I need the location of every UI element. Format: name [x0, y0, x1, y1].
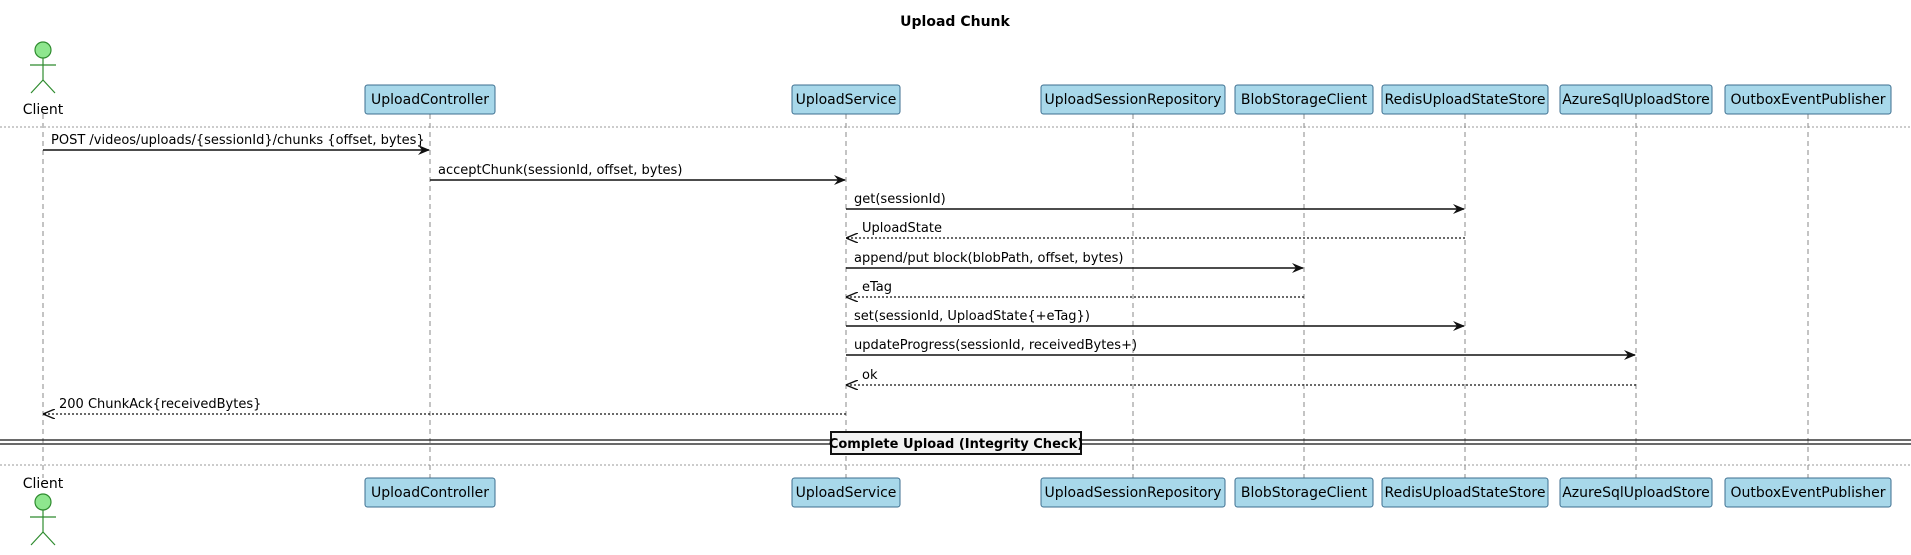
participant-box: [364, 84, 496, 115]
participant-box: [1040, 477, 1226, 508]
message-6: eTag: [847, 280, 1304, 297]
message-label: ok: [862, 368, 878, 383]
lifelines: [42, 114, 1809, 478]
participant-repo-top: UploadSessionRepository: [1040, 84, 1226, 115]
participant-svc-bottom: UploadService: [791, 477, 901, 508]
participant-ctrl-bottom: UploadController: [364, 477, 496, 508]
participant-label: BlobStorageClient: [1241, 92, 1368, 108]
participant-box: [791, 84, 901, 115]
message-label: POST /videos/uploads/{sessionId}/chunks …: [51, 133, 425, 148]
participant-box: [1559, 84, 1713, 115]
actor-client-bottom: Client: [23, 476, 64, 546]
separator-label: Complete Upload (Integrity Check): [829, 437, 1083, 452]
participant-box: [1040, 84, 1226, 115]
actor-leg-right: [42, 531, 56, 546]
message-label: UploadState: [862, 221, 942, 236]
message-label: 200 ChunkAck{receivedBytes}: [59, 397, 261, 412]
actor-leg-right: [42, 79, 56, 94]
participant-label: UploadSessionRepository: [1045, 92, 1222, 108]
message-7: set(sessionId, UploadState{+eTag}): [846, 309, 1465, 331]
participant-label: AzureSqlUploadStore: [1562, 92, 1710, 108]
diagram-title: Upload Chunk: [900, 14, 1010, 30]
section-separator: Complete Upload (Integrity Check): [0, 431, 1911, 455]
message-8: updateProgress(sessionId, receivedBytes+…: [846, 338, 1636, 360]
participant-box: [791, 477, 901, 508]
actor-head-icon: [34, 493, 52, 511]
participant-label: OutboxEventPublisher: [1730, 485, 1885, 501]
actor-label: Client: [23, 476, 64, 492]
participant-blob-top: BlobStorageClient: [1234, 84, 1374, 115]
message-1: POST /videos/uploads/{sessionId}/chunks …: [43, 133, 430, 155]
message-label: get(sessionId): [854, 192, 946, 207]
message-label: set(sessionId, UploadState{+eTag}): [854, 309, 1090, 324]
participant-box: [1724, 84, 1892, 115]
message-label: acceptChunk(sessionId, offset, bytes): [438, 163, 682, 178]
message-label: eTag: [862, 280, 892, 295]
participant-redis-bottom: RedisUploadStateStore: [1381, 477, 1549, 508]
actor-label: Client: [23, 102, 64, 118]
participant-label: UploadSessionRepository: [1045, 485, 1222, 501]
participant-box: [1381, 477, 1549, 508]
participant-outbox-bottom: OutboxEventPublisher: [1724, 477, 1892, 508]
participant-label: RedisUploadStateStore: [1385, 485, 1546, 501]
actor-head-icon: [34, 41, 52, 59]
participant-label: RedisUploadStateStore: [1385, 92, 1546, 108]
separator-box: [830, 431, 1082, 455]
participant-label: AzureSqlUploadStore: [1562, 485, 1710, 501]
participant-label: UploadService: [796, 92, 897, 108]
participant-box: [1559, 477, 1713, 508]
message-2: acceptChunk(sessionId, offset, bytes): [430, 163, 846, 185]
message-4: UploadState: [847, 221, 1465, 238]
participant-box: [1724, 477, 1892, 508]
messages: POST /videos/uploads/{sessionId}/chunks …: [43, 133, 1636, 414]
participant-label: UploadController: [371, 485, 489, 501]
message-9: ok: [847, 368, 1636, 385]
participant-blob-bottom: BlobStorageClient: [1234, 477, 1374, 508]
participant-box: [1234, 84, 1374, 115]
participant-label: BlobStorageClient: [1241, 485, 1368, 501]
message-label: append/put block(blobPath, offset, bytes…: [854, 251, 1123, 266]
actor-leg-left: [30, 79, 44, 94]
participant-ctrl-top: UploadController: [364, 84, 496, 115]
actor-leg-left: [30, 531, 44, 546]
participant-box: [364, 477, 496, 508]
participant-label: OutboxEventPublisher: [1730, 92, 1885, 108]
participant-repo-bottom: UploadSessionRepository: [1040, 477, 1226, 508]
message-3: get(sessionId): [846, 192, 1465, 214]
participant-box: [1234, 477, 1374, 508]
participant-svc-top: UploadService: [791, 84, 901, 115]
actor-client-top: Client: [23, 41, 64, 118]
message-10: 200 ChunkAck{receivedBytes}: [44, 397, 846, 414]
participant-redis-top: RedisUploadStateStore: [1381, 84, 1549, 115]
participant-sql-top: AzureSqlUploadStore: [1559, 84, 1713, 115]
participant-label: UploadService: [796, 485, 897, 501]
participant-sql-bottom: AzureSqlUploadStore: [1559, 477, 1713, 508]
message-label: updateProgress(sessionId, receivedBytes+…: [854, 338, 1137, 353]
participant-box: [1381, 84, 1549, 115]
message-5: append/put block(blobPath, offset, bytes…: [846, 251, 1304, 273]
participant-label: UploadController: [371, 92, 489, 108]
participant-outbox-top: OutboxEventPublisher: [1724, 84, 1892, 115]
participants-top: Client UploadController UploadService Uploa…: [23, 41, 1892, 118]
